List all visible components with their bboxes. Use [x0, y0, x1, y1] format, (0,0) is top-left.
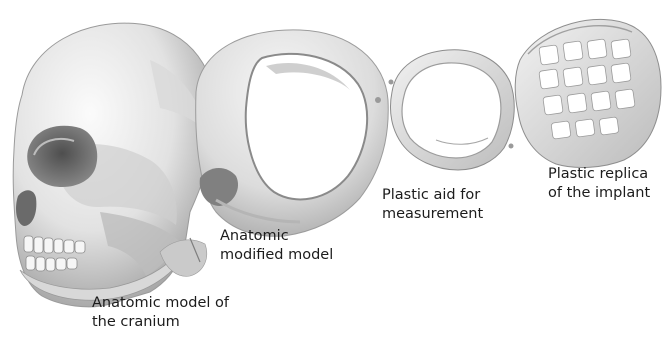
modified-skull-illustration	[196, 30, 389, 236]
caption-cranium: Anatomic model of the cranium	[92, 294, 229, 332]
caption-measurement-aid: Plastic aid for measurement	[382, 186, 483, 224]
caption-modified-model: Anatomic modified model	[220, 227, 333, 265]
implant-replica-illustration	[515, 19, 661, 167]
skull-illustration	[13, 23, 215, 307]
caption-modified-line2: modified model	[220, 246, 333, 265]
measurement-ring-illustration	[389, 50, 515, 170]
caption-cranium-line2: the cranium	[92, 313, 229, 332]
caption-replica-line2: of the implant	[548, 184, 650, 203]
caption-aid-line2: measurement	[382, 205, 483, 224]
caption-implant-replica: Plastic replica of the implant	[548, 165, 650, 203]
caption-replica-line1: Plastic replica	[548, 165, 650, 184]
caption-cranium-line1: Anatomic model of	[92, 294, 229, 313]
caption-modified-line1: Anatomic	[220, 227, 333, 246]
caption-aid-line1: Plastic aid for	[382, 186, 483, 205]
